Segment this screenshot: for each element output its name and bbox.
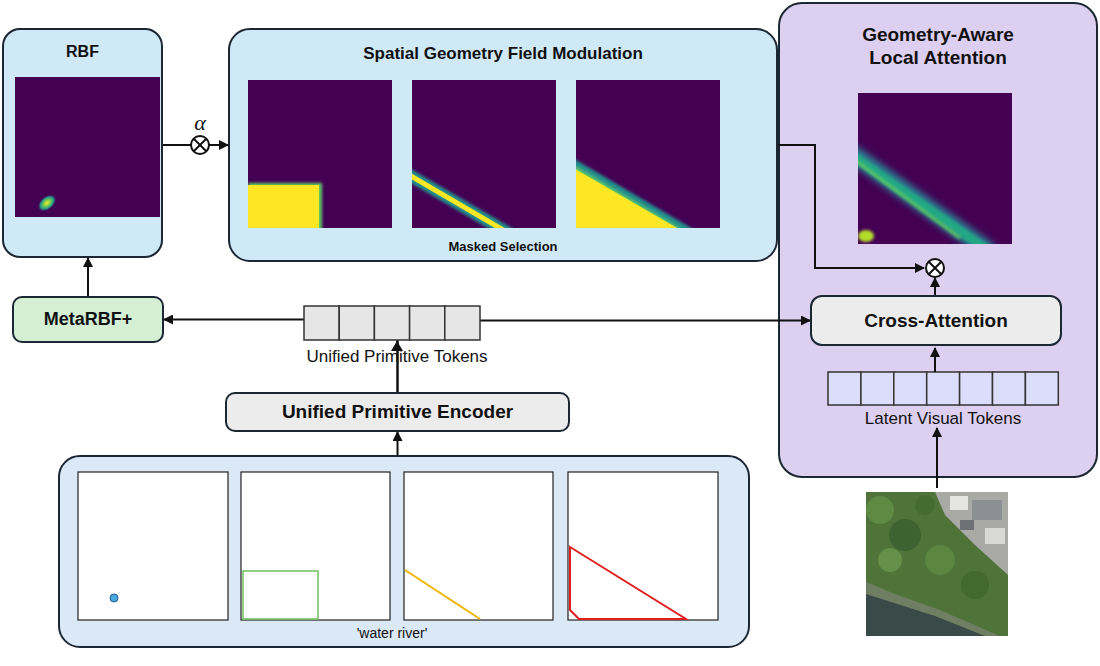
point-primitive [110, 594, 118, 602]
primitive-panels [78, 472, 718, 620]
module-panel: Spatial Geometry Field ModulationMasked … [228, 28, 778, 262]
input-panel: 'water river' [58, 455, 750, 648]
process-box: MetaRBF+ [12, 296, 164, 343]
heatmap-bg [15, 77, 160, 217]
line-primitive [405, 570, 480, 619]
flow-arrow [936, 428, 938, 488]
node-title: MetaRBF+ [18, 309, 158, 331]
arrow-head [391, 341, 403, 351]
process-box: Cross-Attention [810, 295, 1062, 346]
node-title: 'water river' [58, 625, 726, 642]
line-field-heatmap [404, 80, 556, 234]
node-title: Unified Primitive Encoder [231, 401, 564, 424]
rbf-blob [34, 191, 60, 216]
module-panel: RBF [2, 28, 163, 258]
multiply-symbol [191, 136, 209, 154]
flow-arrow [934, 278, 936, 295]
connector-arrow [398, 321, 811, 393]
node-title: RBF [8, 42, 157, 61]
box-primitive [243, 571, 318, 619]
flow-arrow [934, 348, 936, 372]
polygon-primitive [570, 547, 686, 619]
attention-heatmap [850, 93, 1012, 252]
rbf-heatmap [15, 77, 160, 217]
latent-token-row [828, 372, 1058, 405]
satellite-image [866, 492, 1008, 636]
process-box: Unified Primitive Encoder [225, 392, 570, 432]
module-panel: Geometry-Aware Local AttentionCross-Atte… [778, 2, 1098, 478]
primitive-token-row [304, 306, 480, 340]
node-title: Cross-Attention [816, 309, 1056, 332]
node-title: Spatial Geometry Field Modulation [240, 44, 766, 64]
connector-arrow [163, 144, 228, 146]
multiply-symbol [926, 259, 944, 277]
node-subtitle: Masked Selection [240, 239, 766, 255]
connector-arrow [778, 145, 924, 268]
connector-arrow [87, 258, 89, 296]
box-field-heatmap [248, 80, 392, 235]
polygon-field-heatmap [570, 80, 720, 232]
node-title: Geometry-Aware Local Attention [835, 24, 1041, 70]
connector-arrow [164, 320, 398, 393]
edge-label: α [194, 110, 206, 136]
connector-arrow [397, 432, 399, 455]
